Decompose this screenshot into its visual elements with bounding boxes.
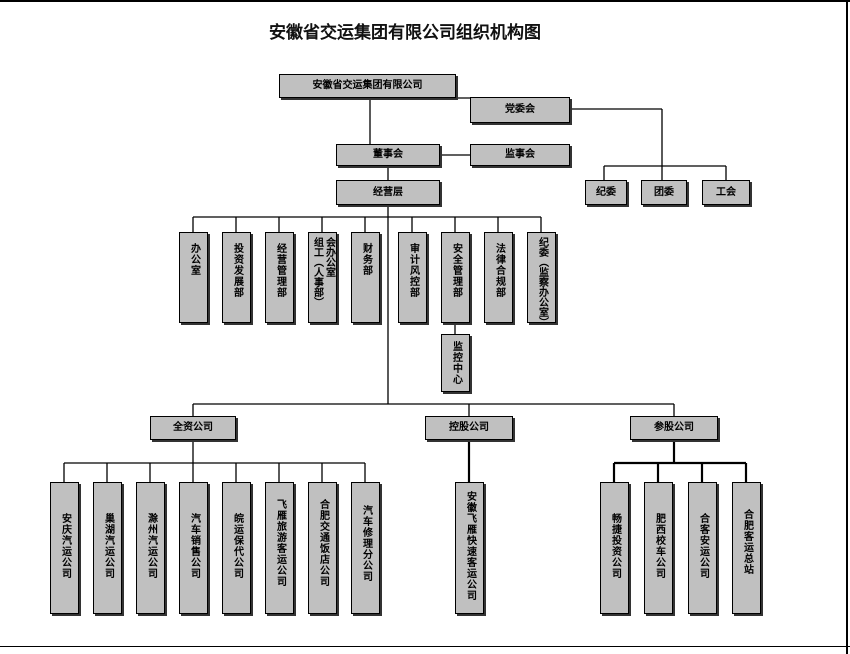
dept-operations-box: 经营管理部	[265, 232, 294, 323]
company-label: 皖运保代公司	[231, 513, 243, 579]
share-company-box: 畅捷投资公司	[600, 482, 629, 614]
company-box: 汽车销售公司	[179, 482, 208, 614]
company-label: 汽车销售公司	[188, 513, 200, 579]
board-box: 董事会	[336, 144, 440, 166]
dept-label: 财务部	[360, 243, 372, 276]
company-label: 飞雁旅游客运公司	[274, 499, 286, 587]
wholly-owned-box: 全资公司	[150, 416, 236, 440]
dept-label: 组工（人事部）	[311, 237, 323, 307]
dept-label: 经营管理部	[274, 243, 286, 298]
dept-discipline-box: 纪委（监察办公室）	[527, 232, 556, 327]
dept-label: 会办公室	[323, 237, 335, 277]
management-box: 经营层	[336, 180, 440, 205]
monitor-center-label: 监控中心	[450, 341, 462, 385]
company-label: 汽车修理分公司	[360, 505, 372, 582]
youth-league-box: 团委	[641, 180, 687, 205]
dept-finance-box: 财务部	[351, 232, 380, 323]
share-company-box: 合肥客运总站	[732, 482, 761, 614]
dept-label: 安全管理部	[450, 243, 462, 298]
monitor-center-box: 监控中心	[441, 334, 470, 392]
company-label: 安庆汽运公司	[59, 513, 71, 579]
discipline-committee-box: 纪委	[585, 180, 627, 205]
company-box: 合肥交通饭店公司	[308, 482, 337, 614]
company-label: 安徽飞雁快速客运公司	[464, 491, 476, 601]
dept-audit-box: 审计风控部	[398, 232, 427, 323]
company-box: 皖运保代公司	[222, 482, 251, 614]
dept-label: 纪委（监察办公室）	[536, 237, 548, 327]
company-label: 滁州汽运公司	[145, 513, 157, 579]
frame-top-border	[0, 0, 850, 2]
chart-title: 安徽省交运集团有限公司组织机构图	[269, 23, 541, 43]
share-company-box: 肥西校车公司	[644, 482, 673, 614]
dept-security-box: 安全管理部	[441, 232, 470, 323]
frame-bottom-border	[0, 646, 850, 647]
company-box: 飞雁旅游客运公司	[265, 482, 294, 614]
dept-investment-box: 投资发展部	[222, 232, 251, 323]
company-box: 滁州汽运公司	[136, 482, 165, 614]
company-label: 合客安运公司	[697, 513, 709, 579]
company-label: 合肥交通饭店公司	[317, 499, 329, 587]
dept-legal-box: 法律合规部	[484, 232, 513, 323]
company-label: 肥西校车公司	[653, 513, 665, 579]
shareholding-box: 参股公司	[630, 416, 718, 440]
dept-label: 审计风控部	[407, 243, 419, 298]
dept-label: 办公室	[188, 243, 200, 276]
party-committee-box: 党委会	[470, 97, 570, 123]
company-label: 巢湖汽运公司	[102, 513, 114, 579]
company-box: 汽车修理分公司	[351, 482, 380, 614]
dept-office-box: 办公室	[179, 232, 208, 323]
company-label: 畅捷投资公司	[609, 513, 621, 579]
company-box: 巢湖汽运公司	[93, 482, 122, 614]
trade-union-box: 工会	[702, 180, 750, 205]
share-company-box: 合客安运公司	[688, 482, 717, 614]
root-company-box: 安徽省交运集团有限公司	[279, 74, 456, 98]
company-label: 合肥客运总站	[741, 509, 753, 575]
holding-box: 控股公司	[425, 416, 513, 440]
dept-label: 法律合规部	[493, 243, 505, 298]
company-box: 安庆汽运公司	[50, 482, 79, 614]
dept-hr-box: 组工（人事部）会办公室	[308, 232, 337, 323]
holding-company-box: 安徽飞雁快速客运公司	[455, 482, 484, 614]
dept-label: 投资发展部	[231, 243, 243, 298]
supervisory-board-box: 监事会	[470, 144, 570, 166]
frame-right-border	[846, 0, 848, 654]
